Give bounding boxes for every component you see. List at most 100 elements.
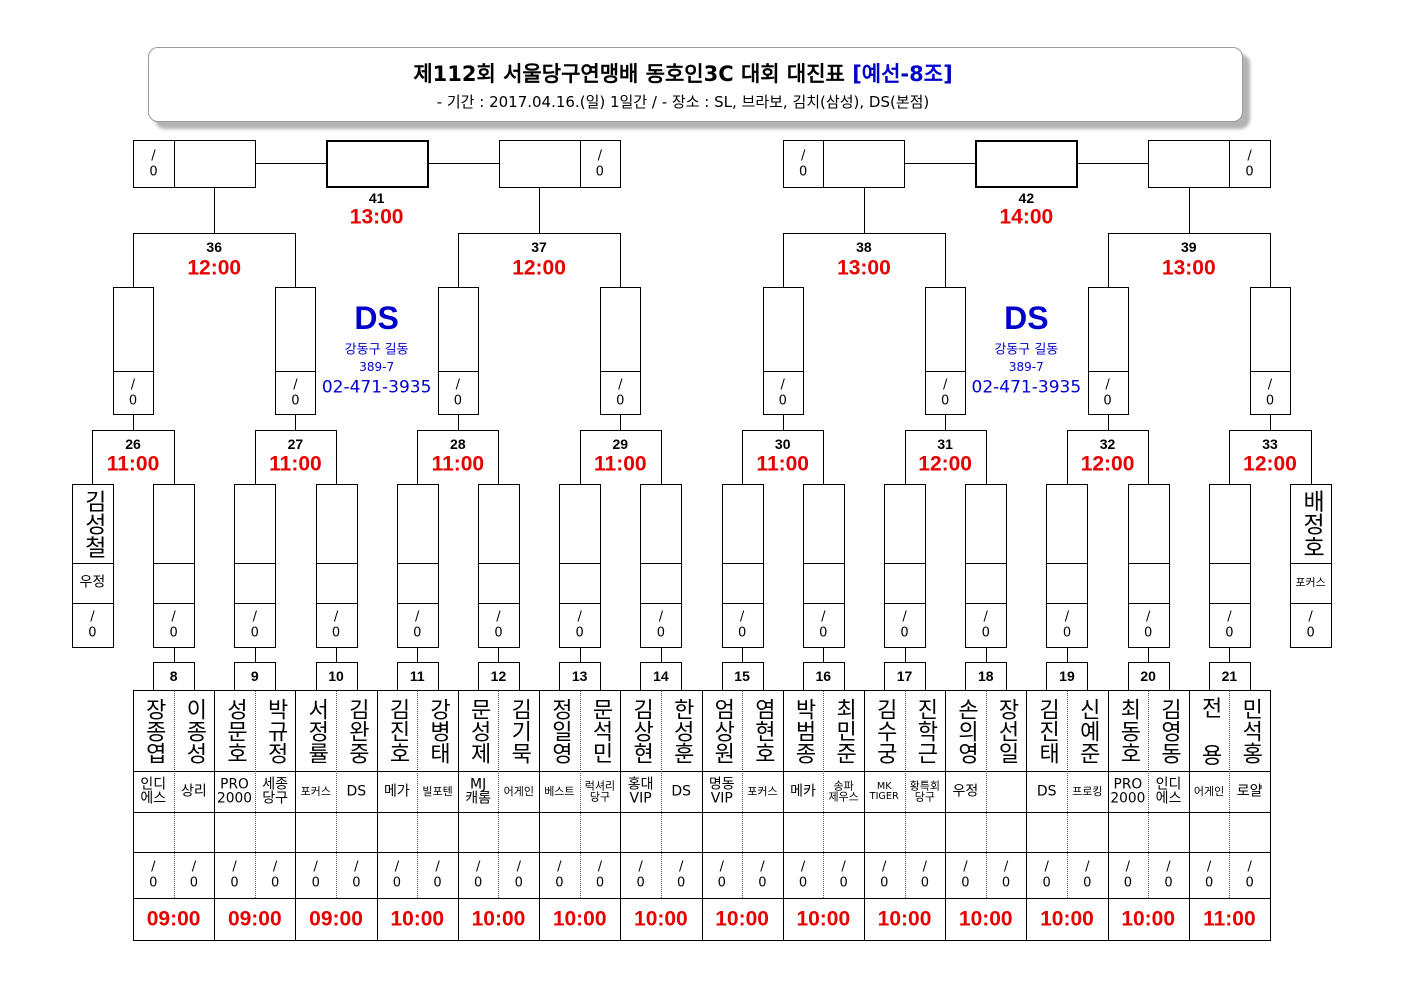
winner-slot-score-value: 0 [1225, 625, 1234, 641]
winner-slot-score-slash: / [1064, 609, 1070, 625]
match-number: 30 [774, 436, 791, 452]
player-club: 프로킹 [1072, 784, 1103, 798]
match-time: 09:00 [227, 907, 282, 931]
round1-table-match-divider [1107, 690, 1109, 941]
bracket-line [1270, 233, 1271, 288]
winner-slot-divider [925, 371, 967, 372]
player-score-value: 0 [230, 875, 239, 891]
winner-slot-score-value: 0 [169, 625, 178, 641]
player-score-slash: / [1085, 859, 1090, 875]
match-time: 11:00 [431, 452, 485, 476]
player-score-value: 0 [880, 875, 889, 891]
bracket-line [417, 430, 419, 485]
winner-slot-divider [477, 563, 520, 564]
player-name: 김진호 [384, 697, 410, 764]
score-box-score-slash: / [151, 148, 156, 163]
score-box-score-value: 0 [799, 164, 808, 179]
connector-line [254, 647, 256, 663]
player-score-slash: / [678, 859, 684, 875]
bracket-line [863, 187, 865, 234]
winner-slot-divider [640, 603, 683, 604]
connector-line [660, 647, 662, 663]
player-club: 베스트 [544, 784, 575, 798]
player-score-value: 0 [798, 875, 808, 891]
seeded-player-slot-divider [1290, 603, 1333, 604]
score-box-score-value: 0 [149, 164, 158, 179]
match-number: 33 [1262, 436, 1278, 452]
match-time: 10:00 [715, 907, 769, 931]
round1-table-player-divider [823, 690, 825, 898]
round1-table-player-divider [660, 690, 662, 898]
seeded-player-slot-score-value: 0 [88, 625, 97, 641]
round1-table-match-divider [214, 690, 216, 941]
bracket-line [457, 233, 459, 288]
player-score-value: 0 [961, 875, 970, 891]
match-time: 13:00 [349, 205, 404, 229]
winner-slot-score-value: 0 [453, 393, 462, 408]
winner-slot-score-slash: / [293, 377, 298, 392]
player-score-value: 0 [1001, 875, 1011, 891]
player-score-slash: / [841, 859, 846, 875]
player-score-value: 0 [1245, 875, 1254, 891]
player-name: 성문호 [222, 697, 248, 764]
player-score-slash: / [191, 859, 197, 875]
round1-table-player-divider [498, 690, 500, 898]
winner-slot-divider [113, 371, 154, 372]
player-score-value: 0 [189, 875, 199, 891]
match-number: 16 [815, 668, 832, 684]
winner-slot-divider [396, 563, 439, 564]
player-club: 어게인 [1193, 784, 1225, 798]
player-name: 염현호 [750, 697, 776, 764]
winner-slot-score-value: 0 [900, 625, 909, 641]
player-name: 정일영 [547, 697, 573, 764]
match-number: 41 [368, 190, 385, 206]
player-score-value: 0 [920, 875, 929, 891]
winner-slot-divider [1046, 563, 1089, 564]
bracket-line [904, 163, 977, 164]
player-name: 최민준 [831, 697, 857, 764]
winner-slot-divider [1250, 371, 1291, 372]
connector-line [579, 647, 581, 663]
winner-slot [498, 140, 581, 188]
winner-slot-score-slash: / [496, 609, 501, 625]
player-score-value: 0 [392, 875, 402, 891]
winner-slot-score-slash: / [1145, 609, 1151, 625]
round1-table-match-divider [782, 690, 784, 941]
match-time: 10:00 [958, 907, 1013, 931]
group-tag: [예선-8조] [852, 62, 953, 86]
final-winner-box [975, 140, 1079, 188]
player-club: 인디 에스 [1155, 775, 1182, 807]
winner-slot-score-value: 0 [616, 393, 625, 408]
winner-slot-score-value: 0 [1144, 625, 1153, 641]
player-club: 인디 에스 [140, 775, 167, 807]
winner-slot-divider [315, 563, 358, 564]
match-time: 11:00 [106, 452, 160, 476]
player-score-value: 0 [839, 875, 848, 891]
winner-slot-divider [1046, 603, 1089, 604]
venue-address-number: 389-7 [359, 360, 395, 374]
winner-slot-score-slash: / [130, 377, 136, 392]
player-score-value: 0 [1204, 875, 1214, 891]
match-number: 15 [734, 668, 750, 684]
bracket-line [1270, 414, 1271, 431]
player-score-value: 0 [433, 875, 442, 891]
bracket-line [92, 430, 94, 485]
player-score-value: 0 [270, 875, 280, 891]
player-score-slash: / [151, 859, 156, 875]
score-box-score-value: 0 [595, 164, 604, 179]
player-name: 박규정 [263, 697, 289, 764]
player-club: PRO 2000 [1110, 776, 1146, 807]
winner-slot-score-slash: / [902, 609, 907, 625]
match-time: 14:00 [999, 205, 1054, 229]
connector-line [498, 647, 500, 663]
title-text: 제112회 서울당구연맹배 동호인3C 대회 대진표 [413, 62, 845, 86]
seeded-player-club: 우정 [79, 574, 106, 591]
match-time: 12:00 [918, 452, 972, 476]
match-time: 10:00 [634, 907, 688, 931]
player-name: 전 용 [1197, 696, 1223, 765]
player-name: 장종엽 [141, 697, 167, 764]
seeded-player-slot-divider [71, 603, 114, 604]
bracket-line [620, 414, 622, 431]
score-box-score-slash: / [1247, 148, 1252, 163]
